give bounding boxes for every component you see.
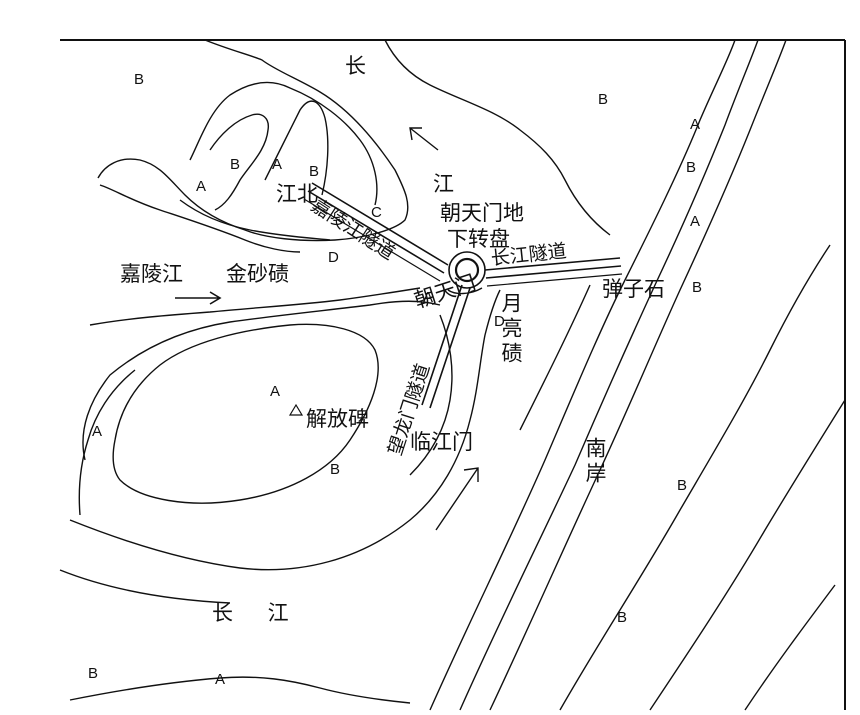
zone-b-4: B — [309, 163, 320, 180]
zone-b-1: B — [134, 71, 145, 88]
zone-b-10: B — [88, 665, 99, 682]
yuzhong-shoreline — [82, 300, 441, 461]
zone-a-4: A — [690, 213, 701, 230]
label-yueliangqi: 月亮碛 — [499, 292, 523, 367]
jialing-flow-arrow — [175, 291, 222, 305]
label-jiangbei: 江北 — [276, 182, 318, 206]
jialing-south-bank — [89, 287, 421, 326]
bottom-shoreline — [69, 676, 411, 704]
zone-b-7: B — [330, 461, 341, 478]
jialing-tunnel-line-3 — [303, 198, 441, 282]
zone-a-7: A — [92, 423, 103, 440]
zone-b-2: B — [598, 91, 609, 108]
jiangbei-contour — [179, 199, 331, 241]
south-bank-contour-2 — [649, 399, 846, 711]
zone-b-5: B — [686, 159, 697, 176]
label-yangtze-south: 长 江 — [212, 601, 303, 625]
zone-c-1: C — [371, 204, 382, 221]
changjiang-tunnel-line-2 — [485, 265, 622, 279]
jiangbei-west-edge — [99, 184, 301, 253]
zone-d-1: D — [328, 249, 339, 266]
interchange-outer-ring — [448, 251, 486, 289]
yuzhong-south-shore — [69, 289, 501, 571]
yuzhong-ridge — [409, 314, 453, 476]
label-nan-an: 南岸 — [583, 437, 607, 487]
wanglongmen-tunnel-line-2 — [429, 287, 471, 409]
south-bank-line-3 — [489, 39, 787, 711]
jiangbei-shoreline — [97, 39, 409, 242]
yuzhong-outer-contour — [78, 369, 136, 516]
label-chaotianmen-interchange-1: 朝天门地 — [440, 201, 524, 225]
south-bank-contour-3 — [744, 584, 836, 711]
jiefangbei-marker — [288, 403, 304, 416]
interchange-ramp — [447, 287, 483, 295]
label-chaotianmen-interchange-2: 下转盘 — [447, 227, 510, 251]
south-bank-contour-4 — [519, 284, 591, 431]
yangtze-south-flow-arrow — [435, 467, 479, 531]
zone-b-9: B — [617, 609, 628, 626]
label-yangtze-north-2: 江 — [433, 172, 454, 196]
label-jiefangbei: 解放碑 — [306, 407, 369, 431]
zone-a-3: A — [196, 178, 207, 195]
zone-a-8: A — [215, 671, 226, 688]
interchange-inner-ring — [454, 257, 480, 283]
south-bank-line-2 — [459, 39, 759, 711]
yangtze-north-bank — [384, 39, 611, 236]
jiangbei-inner-ridge-2 — [264, 100, 329, 196]
south-bank-contour-1 — [559, 244, 831, 711]
south-bank-line-1 — [429, 39, 736, 711]
jialing-tunnel-line-2 — [307, 190, 445, 274]
label-jinshaqi: 金砂碛 — [226, 262, 289, 286]
zone-d-2: D — [494, 313, 505, 330]
label-jialingjiang: 嘉陵江 — [120, 262, 183, 286]
jiangbei-inner-ridge — [209, 113, 269, 211]
zone-b-6: B — [692, 279, 703, 296]
label-danzishi: 弹子石 — [602, 277, 665, 301]
wanglongmen-tunnel-line-1 — [421, 284, 463, 406]
zone-a-1: A — [690, 116, 701, 133]
zone-b-8: B — [677, 477, 688, 494]
zone-a-5: A — [423, 289, 434, 306]
yangtze-north-flow-arrow — [409, 127, 439, 151]
changjiang-tunnel-line-1 — [484, 257, 621, 271]
yuzhong-inner-contour — [112, 323, 379, 504]
jialing-tunnel-line-1 — [311, 182, 449, 266]
zone-a-6: A — [270, 383, 281, 400]
zone-b-3: B — [230, 156, 241, 173]
changjiang-tunnel-line-3 — [486, 273, 623, 287]
bottom-shoreline-2 — [59, 569, 231, 604]
zone-a-2: A — [272, 156, 283, 173]
jiangbei-shoreline-inner — [189, 81, 378, 206]
label-yangtze-north: 长 — [345, 54, 366, 78]
label-linjiangmen: 临江门 — [410, 430, 473, 454]
